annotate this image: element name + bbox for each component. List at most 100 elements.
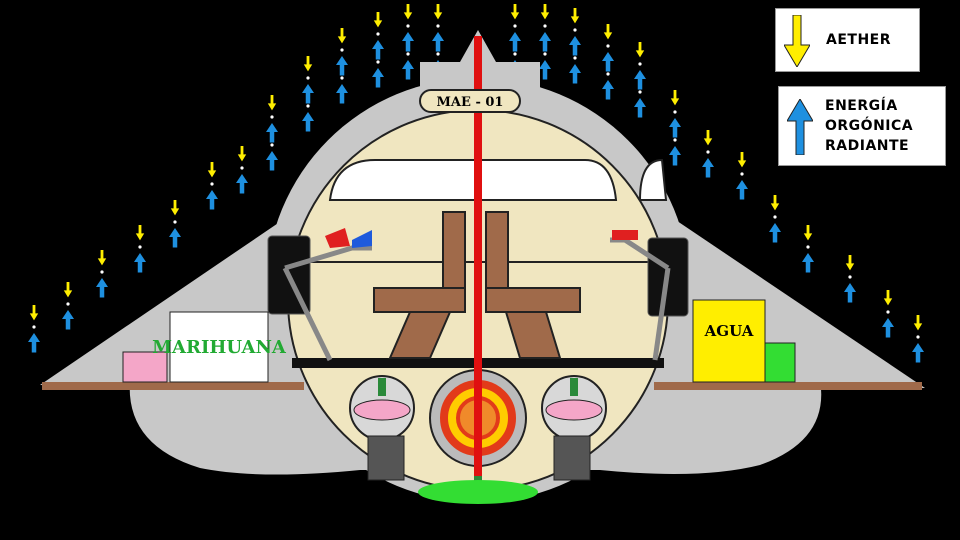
spark-dot xyxy=(573,28,577,32)
seat-left xyxy=(373,211,466,359)
green-container xyxy=(764,342,796,383)
spark-dot xyxy=(638,90,642,94)
spark-dot xyxy=(543,24,547,28)
spark-dot xyxy=(606,72,610,76)
spark-dot xyxy=(740,172,744,176)
spark-dot xyxy=(406,24,410,28)
orgone-arrow-icon xyxy=(539,60,551,80)
spark-dot xyxy=(66,302,70,306)
spark-dot xyxy=(100,270,104,274)
spark-dot xyxy=(513,24,517,28)
aether-arrow-icon xyxy=(303,56,313,72)
aether-arrow-icon xyxy=(337,28,347,44)
aether-arrow-icon xyxy=(737,152,747,168)
orgone-arrow-icon xyxy=(736,180,748,200)
spark-dot xyxy=(173,220,177,224)
orgone-arrow-icon xyxy=(602,52,614,72)
spark-dot xyxy=(340,76,344,80)
spark-dot xyxy=(240,166,244,170)
water-tank xyxy=(692,299,766,383)
aether-arrow-icon xyxy=(29,305,39,321)
aether-arrow-icon xyxy=(803,225,813,241)
spark-dot xyxy=(138,245,142,249)
spark-dot xyxy=(306,76,310,80)
aether-arrow-icon xyxy=(845,255,855,271)
spark-dot xyxy=(376,32,380,36)
orgone-arrow-icon xyxy=(236,174,248,194)
spark-dot xyxy=(32,325,36,329)
aether-arrow-icon xyxy=(267,95,277,111)
orgone-arrow-icon xyxy=(302,84,314,104)
aether-arrow-icon xyxy=(97,250,107,266)
aether-arrow-icon xyxy=(913,315,923,331)
orgone-arrow-icon xyxy=(169,228,181,248)
aether-arrow-icon xyxy=(603,24,613,40)
spark-dot xyxy=(886,310,890,314)
orgone-arrow-icon xyxy=(802,253,814,273)
orgone-arrow-icon xyxy=(882,318,894,338)
aether-arrow-icon xyxy=(135,225,145,241)
right-control-handle xyxy=(612,230,638,240)
spark-dot xyxy=(806,245,810,249)
orgone-arrow-icon xyxy=(206,190,218,210)
orgone-arrow-icon xyxy=(28,333,40,353)
spark-dot xyxy=(406,52,410,56)
aether-arrow-icon xyxy=(770,195,780,211)
spark-dot xyxy=(673,110,677,114)
aether-arrow-icon xyxy=(635,42,645,58)
aether-arrow-icon xyxy=(883,290,893,306)
yellow-down-arrow-icon xyxy=(784,15,810,67)
legend-aether-label: AETHER xyxy=(826,32,892,48)
legend-orgone: ENERGÍA ORGÓNICA RADIANTE xyxy=(778,86,946,166)
orgone-arrow-icon xyxy=(432,32,444,52)
landing-glow xyxy=(418,480,538,504)
aether-arrow-icon xyxy=(570,8,580,24)
orgone-arrow-icon xyxy=(302,112,314,132)
orgone-arrow-icon xyxy=(509,32,521,52)
legend-orgone-line-2: ORGÓNICA xyxy=(825,118,914,134)
spark-dot xyxy=(638,62,642,66)
orgone-arrow-icon xyxy=(702,158,714,178)
energy-arrow-field xyxy=(28,4,924,363)
orgone-arrow-icon xyxy=(336,84,348,104)
orgone-arrow-icon xyxy=(769,223,781,243)
spark-dot xyxy=(706,150,710,154)
orgone-arrow-icon xyxy=(634,70,646,90)
aether-arrow-icon xyxy=(703,130,713,146)
orgone-arrow-icon xyxy=(134,253,146,273)
marihuana-label: MARIHUANA xyxy=(152,337,287,358)
aether-arrow-icon xyxy=(207,162,217,178)
orgone-arrow-icon xyxy=(402,32,414,52)
orgone-arrow-icon xyxy=(266,151,278,171)
orgone-arrow-icon xyxy=(402,60,414,80)
seat-right xyxy=(485,211,581,359)
left-control-grip xyxy=(352,230,372,248)
central-axis xyxy=(474,36,482,476)
left-control-strut xyxy=(282,266,333,362)
orgone-arrow-icon xyxy=(96,278,108,298)
spark-dot xyxy=(573,56,577,60)
aether-arrow-icon xyxy=(540,4,550,20)
aether-arrow-icon xyxy=(373,12,383,28)
orgone-arrow-icon xyxy=(669,118,681,138)
left-shelf xyxy=(42,382,304,390)
orgone-arrow-icon xyxy=(569,36,581,56)
water-label: AGUA xyxy=(704,322,754,340)
aether-arrow-icon xyxy=(403,4,413,20)
orgone-arrow-icon xyxy=(539,32,551,52)
orgone-arrow-icon xyxy=(912,343,924,363)
aether-arrow-icon xyxy=(237,146,247,162)
legend-orgone-line-3: RADIANTE xyxy=(825,138,910,154)
orgone-arrow-icon xyxy=(336,56,348,76)
marihuana-crate xyxy=(169,311,269,383)
left-engine xyxy=(349,375,415,481)
spark-dot xyxy=(376,60,380,64)
aether-arrow-icon xyxy=(63,282,73,298)
spark-dot xyxy=(773,215,777,219)
orgone-arrow-icon xyxy=(62,310,74,330)
spark-dot xyxy=(210,182,214,186)
orgone-arrow-icon xyxy=(669,146,681,166)
orgone-arrow-icon xyxy=(844,283,856,303)
ship-code-label: MAE - 01 xyxy=(437,95,504,110)
